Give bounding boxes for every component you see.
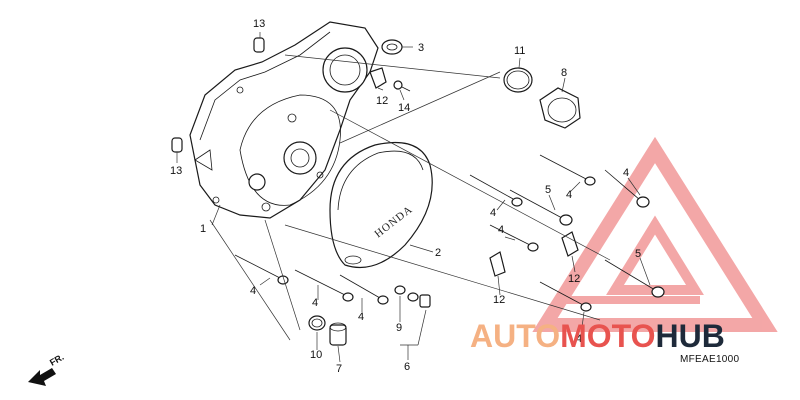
callout-14: 14 (398, 102, 410, 114)
watermark-part-auto: AUTO (470, 318, 560, 354)
callout-8: 8 (561, 67, 567, 79)
clamp-12-right (561, 231, 579, 257)
front-direction-label: FR. (48, 352, 66, 368)
callout-4-center-low: 4 (498, 224, 504, 236)
callout-4-bottom-mid: 4 (312, 297, 318, 309)
cap-bolt-3 (381, 39, 403, 55)
callout-4-bottom-right: 4 (358, 311, 364, 323)
front-arrow-icon (28, 368, 56, 386)
leader-lines (176, 32, 651, 363)
callout-12-top: 12 (376, 95, 388, 107)
callout-12-bottom: 12 (493, 294, 505, 306)
plug-8 (539, 87, 581, 129)
callout-7: 7 (336, 363, 342, 375)
callout-13-top: 13 (253, 18, 265, 30)
o-ring-10 (308, 315, 326, 331)
callout-5-lower: 5 (635, 248, 641, 260)
clamp-12-top (369, 67, 387, 89)
callout-4-lower-right: 4 (576, 333, 582, 345)
callout-4-far-right: 4 (623, 167, 629, 179)
clutch-cover: HONDA (329, 141, 433, 269)
callout-4-center: 4 (490, 207, 496, 219)
watermark-text: AUTOMOTOHUB (470, 318, 725, 354)
screw-14 (393, 80, 411, 92)
watermark-triangle (532, 136, 778, 332)
callout-12-right: 12 (568, 273, 580, 285)
watermark-part-moto: MOTO (560, 318, 655, 354)
o-ring-11 (503, 67, 533, 93)
callout-5-upper: 5 (545, 184, 551, 196)
dowel-pin-left (171, 137, 183, 153)
bolt-9-washer (394, 285, 431, 308)
callout-4-bottom-left: 4 (250, 285, 256, 297)
watermark-part-hub: HUB (655, 318, 724, 354)
callout-11: 11 (514, 45, 525, 57)
plug-7 (329, 322, 347, 346)
clamp-12-bottom (489, 251, 506, 277)
dowel-pin-top (253, 37, 265, 53)
callout-13-left: 13 (170, 165, 182, 177)
crankcase-cover (189, 21, 379, 219)
callout-10: 10 (310, 349, 322, 361)
callout-6: 6 (404, 361, 410, 373)
diagram-code: MFEAE1000 (680, 354, 740, 365)
callout-4-upper-right: 4 (566, 189, 572, 201)
bolts (234, 154, 665, 312)
front-direction-indicator: FR. (28, 352, 66, 386)
callout-9: 9 (396, 322, 402, 334)
callout-1: 1 (200, 223, 206, 235)
callout-2: 2 (435, 247, 441, 259)
callout-3: 3 (418, 42, 424, 54)
